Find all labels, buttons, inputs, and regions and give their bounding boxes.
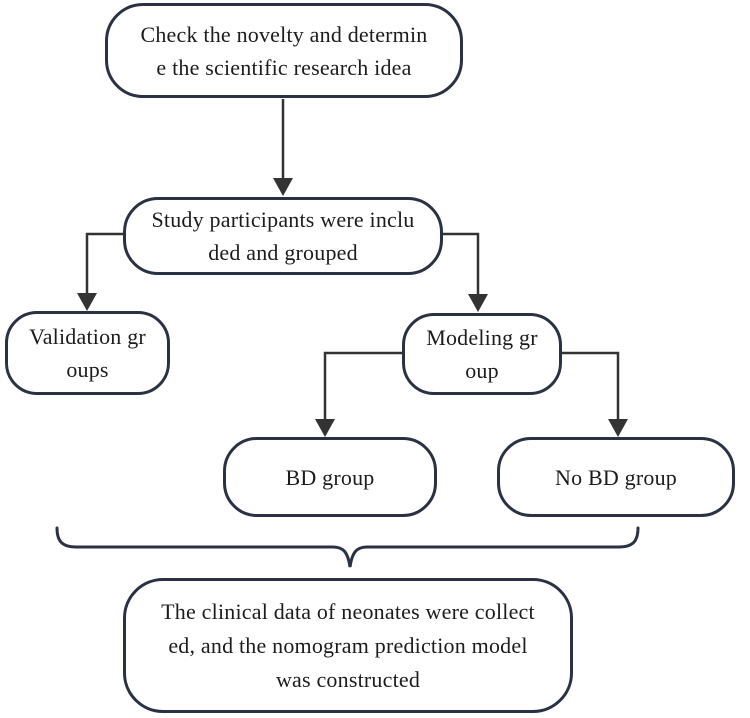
node-text-line: ded and grouped [208,240,358,265]
arrow-modeling-to-nobd-head [608,419,628,437]
flow-node-bd-group: BD group [223,437,437,517]
flow-node-check-novelty: Check the novelty and determin e the sci… [105,3,463,98]
flow-node-modeling-group: Modeling gr oup [402,313,562,395]
node-text-line: Modeling gr [426,325,538,350]
grouping-brace [55,526,640,568]
flow-node-participants: Study participants were inclu ded and gr… [123,197,443,275]
arrow-participants-to-modeling-head [468,294,488,312]
flow-node-validation-groups: Validation gr oups [5,311,170,395]
arrow-check-to-participants-head [273,178,293,196]
node-text-line: No BD group [555,464,677,490]
node-text-line: Study participants were inclu [151,207,415,232]
node-text-line: oup [465,358,499,383]
flow-node-conclusion: The clinical data of neonates were colle… [123,578,573,713]
node-text-line: The clinical data of neonates were colle… [161,598,535,624]
arrow-modeling-to-bd-head [315,419,335,437]
node-text-line: Validation gr [29,324,146,349]
arrow-participants-to-validation-head [77,293,97,311]
node-text-line: oups [66,357,109,382]
node-text-line: was constructed [275,666,421,692]
node-text-line: e the scientific research idea [156,54,412,80]
flow-node-no-bd-group: No BD group [497,437,735,517]
arrow-modeling-to-bd-line [323,351,402,421]
node-text-line: BD group [285,464,375,490]
arrow-participants-to-validation-line [85,232,123,295]
node-text-line: ed, and the nomogram prediction model [168,632,528,658]
arrow-modeling-to-nobd-line [562,351,620,421]
node-text-line: Check the novelty and determin [140,21,428,47]
arrow-participants-to-modeling-line [443,232,480,296]
